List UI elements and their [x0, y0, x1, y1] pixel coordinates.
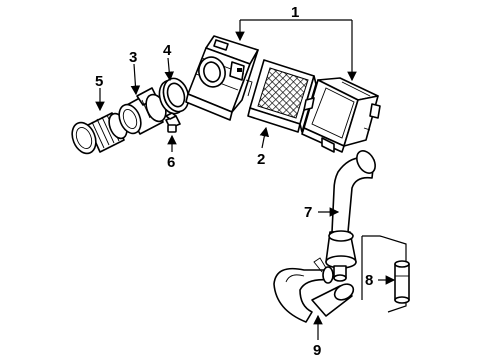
part-6-sensor	[165, 112, 181, 133]
callout-labels: 1 2 3 4 5 6 7 8 9	[95, 4, 373, 359]
callout-9: 9	[313, 342, 321, 359]
callout-2: 2	[257, 151, 265, 168]
part-1-lower-housing	[185, 35, 259, 121]
callout-1: 1	[291, 4, 299, 21]
part-8-hose	[361, 235, 410, 313]
callout-7: 7	[304, 204, 312, 221]
callout-5: 5	[95, 73, 103, 90]
callout-6: 6	[167, 154, 175, 171]
part-5-bellows-duct	[71, 112, 128, 155]
callout-8: 8	[365, 272, 373, 289]
part-7-intake-tube	[325, 150, 376, 282]
callout-4: 4	[163, 42, 172, 59]
part-9-elbow-duct	[273, 257, 355, 323]
leader-lines	[95, 19, 396, 340]
part-1-upper-cover	[301, 77, 381, 153]
part-2-filter-element	[247, 59, 317, 133]
callout-3: 3	[129, 49, 137, 66]
